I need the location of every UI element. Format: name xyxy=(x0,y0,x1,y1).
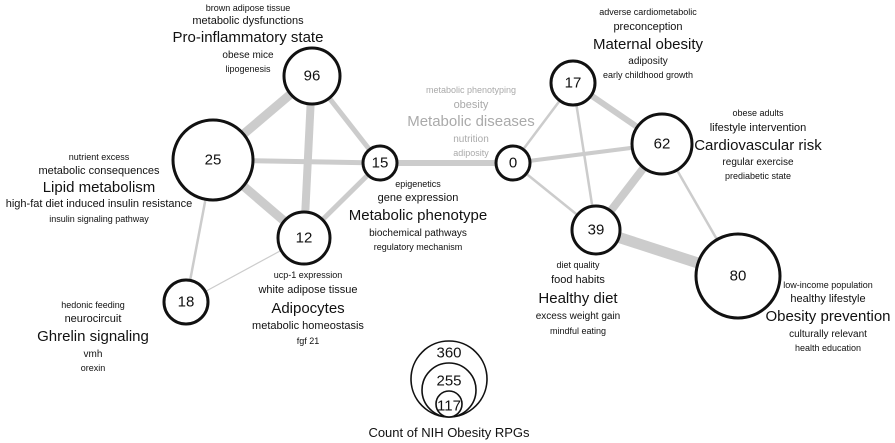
node-80: 80 xyxy=(694,232,782,320)
term-label: Maternal obesity xyxy=(593,36,704,53)
node-17: 17 xyxy=(549,59,597,107)
term-label: Cardiovascular risk xyxy=(694,137,822,154)
term-label: adiposity xyxy=(628,56,667,67)
term-label: brown adipose tissue xyxy=(206,3,291,13)
node-count: 18 xyxy=(178,294,195,311)
term-label: Pro-inflammatory state xyxy=(173,29,324,46)
term-label: metabolic homeostasis xyxy=(252,320,364,332)
term-label: fgf 21 xyxy=(297,336,320,346)
term-label: excess weight gain xyxy=(536,311,621,322)
term-label: obese adults xyxy=(732,108,784,118)
legend-value-medium: 255 xyxy=(436,373,461,390)
term-label: obese mice xyxy=(222,50,274,61)
term-label: Obesity prevention xyxy=(765,308,890,325)
term-label: adverse cardiometabolic xyxy=(599,7,697,17)
legend-title: Count of NIH Obesity RPGs xyxy=(368,425,530,440)
node-0: 0 xyxy=(494,144,532,182)
node-12: 12 xyxy=(276,210,332,266)
term-label: Adipocytes xyxy=(271,300,344,317)
node-count: 80 xyxy=(730,268,747,285)
cluster-12-labels: ucp-1 expression white adipose tissue Ad… xyxy=(252,270,364,346)
term-label: early childhood growth xyxy=(603,70,693,80)
term-label: metabolic dysfunctions xyxy=(192,15,304,27)
node-count: 25 xyxy=(205,152,222,169)
cluster-39-labels: diet quality food habits Healthy diet ex… xyxy=(536,260,621,336)
cluster-80-labels: low-income population healthy lifestyle … xyxy=(765,280,890,353)
node-62: 62 xyxy=(630,112,694,176)
term-label: obesity xyxy=(454,99,489,111)
term-label: lifestyle intervention xyxy=(710,122,807,134)
legend-value-large: 360 xyxy=(436,345,461,362)
term-label: food habits xyxy=(551,274,605,286)
term-label: neurocircuit xyxy=(65,313,122,325)
node-count: 0 xyxy=(509,155,517,172)
term-label: culturally relevant xyxy=(789,329,867,340)
term-label: epigenetics xyxy=(395,179,441,189)
term-label: vmh xyxy=(84,349,103,360)
term-label: biochemical pathways xyxy=(369,228,467,239)
term-label: ucp-1 expression xyxy=(274,270,343,280)
term-label: mindful eating xyxy=(550,326,606,336)
cluster-15-labels: epigenetics gene expression Metabolic ph… xyxy=(349,179,487,252)
term-label: lipogenesis xyxy=(225,64,271,74)
term-label: white adipose tissue xyxy=(257,284,357,296)
term-label: metabolic phenotyping xyxy=(426,85,516,95)
cluster-62-labels: obese adults lifestyle intervention Card… xyxy=(694,108,822,181)
node-count: 17 xyxy=(565,75,582,92)
cluster-0-labels: metabolic phenotyping obesity Metabolic … xyxy=(407,85,535,158)
term-label: orexin xyxy=(81,363,106,373)
node-15: 15 xyxy=(361,144,399,182)
term-label: gene expression xyxy=(378,192,459,204)
term-label: regular exercise xyxy=(722,157,794,168)
node-18: 18 xyxy=(162,278,210,326)
term-label: Ghrelin signaling xyxy=(37,328,149,345)
cluster-25-labels: nutrient excess metabolic consequences L… xyxy=(6,152,193,224)
cluster-96-labels: brown adipose tissue metabolic dysfuncti… xyxy=(173,3,324,74)
cluster-17-labels: adverse cardiometabolic preconception Ma… xyxy=(593,7,704,80)
term-label: nutrient excess xyxy=(69,152,130,162)
term-label: regulatory mechanism xyxy=(374,242,463,252)
size-legend: 360 255 117 Count of NIH Obesity RPGs xyxy=(368,340,530,440)
node-39: 39 xyxy=(570,204,622,256)
node-count: 39 xyxy=(588,222,605,239)
node-count: 62 xyxy=(654,136,671,153)
node-count: 12 xyxy=(296,230,313,247)
term-label: Metabolic phenotype xyxy=(349,207,487,224)
term-label: Healthy diet xyxy=(538,290,618,307)
term-label: preconception xyxy=(613,21,682,33)
term-label: insulin signaling pathway xyxy=(49,214,149,224)
term-label: hedonic feeding xyxy=(61,300,125,310)
cluster-18-labels: hedonic feeding neurocircuit Ghrelin sig… xyxy=(37,300,149,373)
term-label: nutrition xyxy=(453,134,489,145)
term-label: high-fat diet induced insulin resistance xyxy=(6,198,193,210)
term-label: prediabetic state xyxy=(725,171,791,181)
node-count: 15 xyxy=(372,155,389,172)
term-label: metabolic consequences xyxy=(38,165,160,177)
term-label: healthy lifestyle xyxy=(790,293,865,305)
term-label: low-income population xyxy=(783,280,873,290)
term-label: adiposity xyxy=(453,148,489,158)
node-count: 96 xyxy=(304,68,321,85)
node-96: 96 xyxy=(282,46,342,106)
term-label: Metabolic diseases xyxy=(407,113,535,130)
legend-value-small: 117 xyxy=(437,398,461,415)
nodes: 96 25 15 12 18 0 17 62 xyxy=(162,46,782,326)
node-25: 25 xyxy=(171,118,255,202)
term-label: health education xyxy=(795,343,861,353)
term-label: diet quality xyxy=(556,260,600,270)
term-label: Lipid metabolism xyxy=(43,179,156,196)
legend-circle-small xyxy=(435,390,463,418)
